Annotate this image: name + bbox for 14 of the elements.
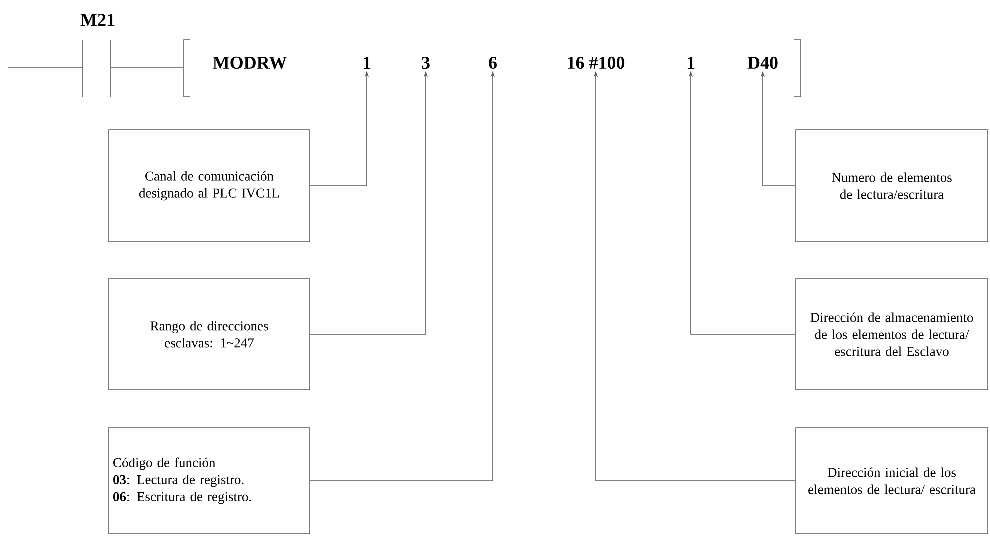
description-box: Dirección inicial de los elementos de lectura/ escritura xyxy=(796,428,988,534)
description-box: Canal de comunicación designado al PLC IVC1L xyxy=(108,130,310,242)
parameter-value: 1 xyxy=(364,57,371,69)
parameter-value: 3 xyxy=(422,56,430,70)
description-box: Dirección de almacenamiento de los elementos de lectura/ escritura del Esclavo xyxy=(796,278,988,390)
description-box: Numero de elementos de lectura/escritura xyxy=(796,130,988,242)
parameter-value: 1 xyxy=(688,57,695,69)
instruction-name: MODRW xyxy=(213,56,287,70)
parameter-value: D40 xyxy=(748,56,778,70)
contact-label: M21 xyxy=(80,14,115,26)
description-box: Rango de direcciones esclavas: 1~247 xyxy=(108,278,310,390)
parameter-value: 6 xyxy=(489,56,497,70)
parameter-value: 16 #100 xyxy=(568,56,625,70)
description-box: Código de función 03: Lectura de registro. 06: Escritura de registro. xyxy=(108,428,310,534)
